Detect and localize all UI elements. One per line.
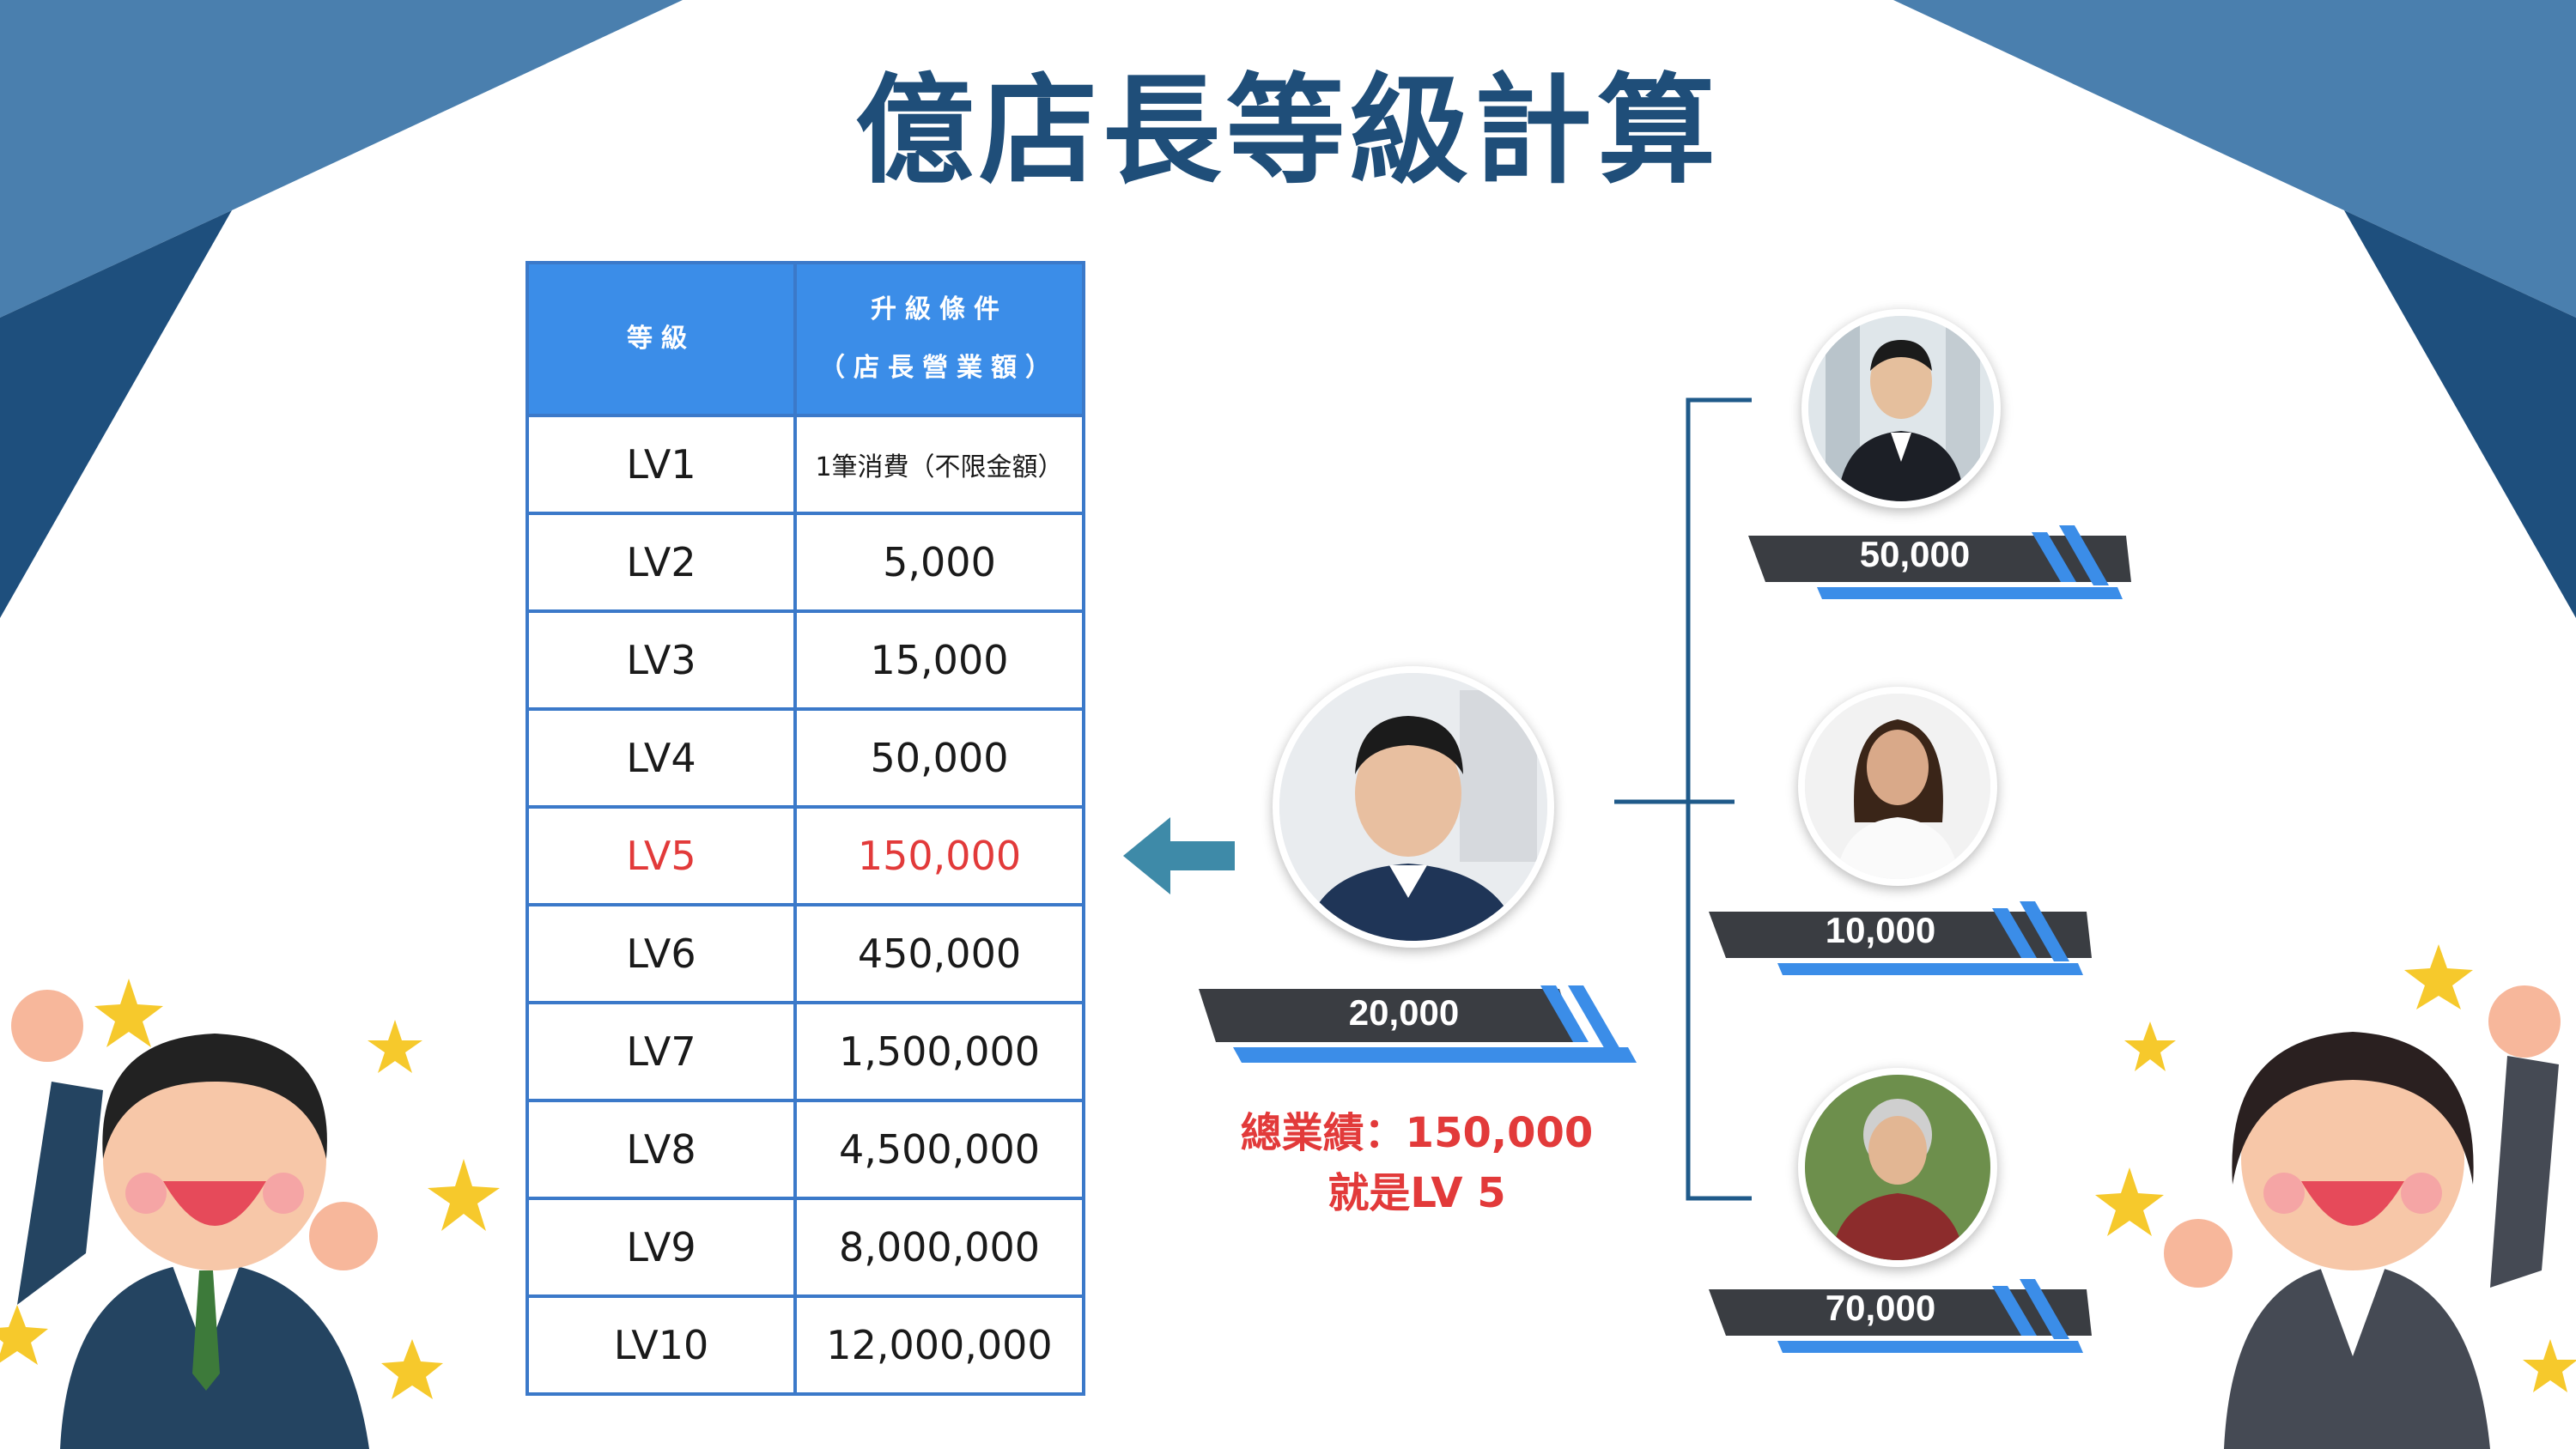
table-header-row: 等級 升級條件 （店長營業額） (526, 261, 1085, 417)
table-row: LV6 450,000 (526, 903, 1085, 1004)
summary-line1: 總業績：150,000 (1240, 1109, 1594, 1157)
table-row: LV4 50,000 (526, 707, 1085, 809)
referral-amount-2: 10,000 (1825, 910, 1936, 950)
amount-cell: 1,500,000 (793, 1001, 1085, 1102)
referral-amount-3: 70,000 (1825, 1288, 1936, 1328)
amount-cell: 15,000 (793, 609, 1085, 711)
table-row: LV3 15,000 (526, 609, 1085, 711)
table-row: LV9 8,000,000 (526, 1197, 1085, 1298)
level-cell: LV9 (526, 1197, 797, 1298)
cheering-woman-illustration (2095, 944, 2576, 1449)
amount-cell: 4,500,000 (793, 1099, 1085, 1200)
amount-cell: 5,000 (793, 512, 1085, 613)
summary-text: 總業績：150,000 就是LV 5 (1151, 1103, 1683, 1223)
table-row-highlight: LV5 150,000 (526, 805, 1085, 906)
person-icon (1805, 1075, 1990, 1260)
table-row: LV10 12,000,000 (526, 1294, 1085, 1396)
referral-banner-1 (1748, 525, 2131, 599)
level-cell: LV7 (526, 1001, 797, 1102)
level-cell: LV8 (526, 1099, 797, 1200)
level-cell: LV10 (526, 1294, 797, 1396)
level-table: 等級 升級條件 （店長營業額） LV1 1筆消費（不限金額） LV2 5,000… (526, 261, 1085, 1396)
summary-line2: 就是LV 5 (1327, 1169, 1506, 1217)
referral-avatar-2 (1798, 687, 1997, 886)
table-row: LV1 1筆消費（不限金額） (526, 414, 1085, 515)
level-cell: LV6 (526, 903, 797, 1004)
person-icon (1808, 316, 1994, 501)
amount-cell: 12,000,000 (793, 1294, 1085, 1396)
header-condition-line1: 升級條件 (871, 294, 1008, 324)
amount-cell: 450,000 (793, 903, 1085, 1004)
amount-cell: 8,000,000 (793, 1197, 1085, 1298)
table-row: LV7 1,500,000 (526, 1001, 1085, 1102)
amount-cell: 1筆消費（不限金額） (793, 414, 1085, 515)
table-row: LV2 5,000 (526, 512, 1085, 613)
amount-cell: 150,000 (793, 805, 1085, 906)
referral-amount-1: 50,000 (1859, 534, 1971, 574)
referral-bracket (1614, 397, 1752, 1201)
store-manager-avatar (1273, 666, 1554, 948)
person-icon (1279, 673, 1547, 941)
header-level: 等級 (526, 261, 797, 417)
cheering-man-illustration (0, 979, 500, 1449)
page-title: 億店長等級計算 (854, 62, 1721, 200)
referral-banner-3 (1709, 1279, 2092, 1353)
referral-banner-2 (1709, 901, 2092, 975)
person-icon (1805, 694, 1990, 879)
referral-avatar-3 (1798, 1068, 1997, 1267)
table-row: LV8 4,500,000 (526, 1099, 1085, 1200)
level-cell: LV2 (526, 512, 797, 613)
level-cell: LV1 (526, 414, 797, 515)
level-cell: LV3 (526, 609, 797, 711)
level-cell: LV5 (526, 805, 797, 906)
referral-avatar-1 (1801, 309, 2001, 508)
store-manager-amount: 20,000 (1348, 992, 1460, 1033)
header-condition: 升級條件 （店長營業額） (793, 261, 1085, 417)
amount-cell: 50,000 (793, 707, 1085, 809)
store-manager-banner (1199, 985, 1637, 1063)
header-condition-line2: （店長營業額） (819, 353, 1060, 383)
level-cell: LV4 (526, 707, 797, 809)
arrow-left-icon (1123, 817, 1235, 894)
